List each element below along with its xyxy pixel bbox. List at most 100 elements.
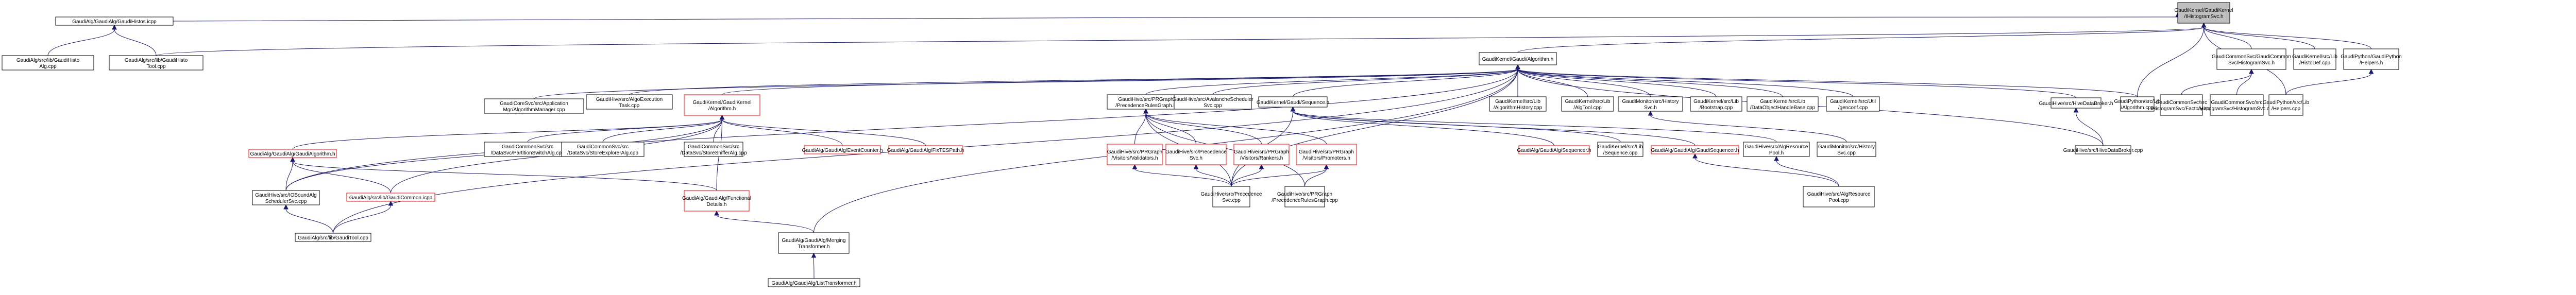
graph-node-hs-factory[interactable]: GaudiCommonSvc/src/HistogramSvc/Factory.… [2150, 94, 2212, 116]
node-label: /Visitors/Promoters.h [1302, 155, 1350, 161]
arrowhead-icon [811, 252, 817, 258]
node-label: Task.cpp [619, 103, 640, 109]
edge-histoalg-cpp-to-histos-icpp [47, 24, 117, 56]
edge-avalanche-to-gaudi-algorithm-h [1212, 64, 1520, 95]
graph-node-prgraph-h[interactable]: GaudiHive/src/PRGraph/PrecedenceRulesGra… [1107, 94, 1185, 110]
node-label: GaudiCommonSvc/src [502, 144, 553, 150]
graph-node-hivebroker-h[interactable]: GaudiHive/src/HiveDataBroker.h [2039, 97, 2113, 109]
edge-eventcounter-to-gk-algorithm-h [719, 114, 843, 146]
node-box [248, 149, 337, 158]
node-label: /genconf.cpp [1838, 105, 1868, 111]
node-label: GaudiHive/src/HiveDataBroker.h [2039, 101, 2113, 107]
node-box [804, 145, 881, 154]
graph-node-algtool[interactable]: GaudiKernel/src/Lib/AlgTool.cpp [1561, 96, 1614, 112]
graph-node-listtransformer[interactable]: GaudiAlg/GaudiAlg/ListTransformer.h [768, 278, 860, 287]
node-box [1803, 186, 1875, 207]
node-label: GaudiMonitor/src/History [1818, 144, 1875, 150]
node-label: GaudiCommonSvc/src [2211, 100, 2262, 106]
edge-bootstrap-to-gaudi-algorithm-h [1515, 64, 1717, 97]
edge-gaudiexample-to-ioboundalg [283, 204, 333, 234]
arrowhead-icon [290, 157, 295, 162]
edge-hivebroker-h-to-gaudi-algorithm-h [1515, 64, 2076, 98]
node-box [2160, 94, 2203, 116]
node-label: GaudiAlg/GaudiAlg/Functional [682, 196, 751, 201]
graph-node-bootstrap[interactable]: GaudiKernel/src/Lib/Bootstrap.cpp [1690, 96, 1742, 112]
node-box [1518, 145, 1590, 154]
graph-node-genconf[interactable]: GaudiKernel/src/Util/genconf.cpp [1826, 96, 1880, 112]
node-label: /Helpers.cpp [2272, 106, 2301, 112]
graph-node-validators[interactable]: GaudiHive/src/PRGraph/Visitors/Validator… [1107, 144, 1163, 165]
edge-histsvc-h-to-root [2201, 22, 2252, 49]
graph-node-alghistory[interactable]: GaudiKernel/src/Lib/AlgorithmHistory.cpp [1489, 96, 1547, 112]
node-label: Svc.cpp [1204, 103, 1222, 109]
graph-node-ga-algorithm-h[interactable]: GaudiAlg/GaudiAlg/GaudiAlgorithm.h [248, 149, 337, 158]
graph-node-histos-icpp[interactable]: GaudiAlg/GaudiAlg/GaudiHistos.icpp [55, 16, 174, 26]
graph-node-gaudi-algorithm-h[interactable]: GaudiKernel/Gaudi/Algorithm.h [1479, 52, 1557, 65]
arrowhead-icon [1692, 153, 1698, 159]
graph-node-sequence-cpp[interactable]: GaudiKernel/src/Lib/Sequence.cpp [1597, 142, 1643, 157]
graph-node-hivebroker-cpp[interactable]: GaudiHive/src/HiveDataBroker.cpp [2063, 145, 2143, 154]
arrowhead-icon [1648, 110, 1653, 116]
graph-node-gaudisequencer-h[interactable]: GaudiAlg/GaudiAlg/GaudiSequencer.h [1651, 145, 1739, 154]
node-label: GaudiKernel/src/Lib [1565, 99, 1611, 105]
arrowhead-icon [1193, 164, 1199, 169]
graph-node-partitionswitch[interactable]: GaudiCommonSvc/src/DataSvc/PartitionSwit… [484, 142, 571, 157]
graph-node-histsvc-h[interactable]: GaudiCommonSvc/GaudiCommonSvc/HistogramS… [2212, 48, 2291, 70]
arrowhead-icon [2073, 107, 2079, 113]
edge-histos-icpp-to-root [173, 12, 2180, 22]
graph-node-gk-algorithm-h[interactable]: GaudiKernel/GaudiKernel/Algorithm.h [684, 94, 760, 116]
graph-node-py-algorithm[interactable]: GaudiPython/src/Lib/Algorithm.cpp [2114, 96, 2161, 112]
node-label: GaudiAlg/GaudiAlg/GaudiHistos.icpp [72, 19, 157, 25]
graph-node-storesniffer[interactable]: GaudiCommonSvc/src/DataSvc/StoreSnifferA… [680, 142, 747, 157]
graph-node-promoters[interactable]: GaudiHive/src/PRGraph/Visitors/Promoters… [1296, 144, 1357, 165]
graph-node-gaudicommon-icpp[interactable]: GaudiAlg/src/lib/GaudiCommon.icpp [346, 193, 435, 202]
graph-node-storeexplorer[interactable]: GaudiCommonSvc/src/DataSvc/StoreExplorer… [561, 142, 645, 157]
node-box [684, 94, 760, 116]
graph-node-dohandle[interactable]: GaudiKernel/src/Lib/DataObjectHandleBase… [1747, 96, 1819, 112]
edge-precsvc-cpp-to-precsvc-h [1193, 164, 1232, 187]
graph-node-hs-cpp[interactable]: GaudiCommonSvc/src/HistogramSvc/Histogra… [2198, 94, 2275, 116]
node-label: GaudiKernel/src/Lib [1598, 144, 1643, 150]
node-box [109, 55, 204, 71]
graph-node-sequencer-h[interactable]: GaudiAlg/GaudiAlg/Sequencer.h [1517, 145, 1591, 154]
arrowhead-icon [714, 210, 719, 216]
graph-node-gaudiexample[interactable]: GaudiAlg/src/lib/GaudiTool.cpp [295, 233, 371, 242]
graph-node-fixtespath[interactable]: GaudiAlg/GaudiAlg/FixTESPath.h [887, 145, 964, 154]
arrowhead-icon [2249, 68, 2254, 74]
node-label: /Visitors/Validators.h [1111, 155, 1158, 161]
graph-node-py-helpers-h[interactable]: GaudiPython/GaudiPython/Helpers.h [2341, 48, 2402, 70]
node-box [1284, 186, 1325, 207]
graph-node-root[interactable]: GaudiKernel/GaudiKernel/IHistogramSvc.h [2175, 2, 2233, 24]
graph-node-eventcounter[interactable]: GaudiAlg/GaudiAlg/EventCounter.h [802, 145, 883, 154]
node-box [586, 94, 673, 110]
graph-node-rankers[interactable]: GaudiHive/src/PRGraph/Visitors/Rankers.h [1233, 144, 1290, 165]
graph-node-sequence-h[interactable]: GaudiKernel/Gaudi/Sequence.h [1257, 96, 1329, 108]
node-label: /HistoDef.cpp [2299, 60, 2330, 66]
edge-py-helpers-cpp-to-py-helpers-h [2285, 68, 2374, 95]
arrowhead-icon [1324, 164, 1329, 169]
graph-node-algmgr[interactable]: GaudiCoreSvc/src/ApplicationMgr/Algorith… [484, 98, 584, 114]
node-label: GaudiCommonSvc/src [577, 144, 629, 150]
graph-node-histodef[interactable]: GaudiKernel/src/Lib/HistoDef.cpp [2292, 48, 2337, 70]
node-label: GaudiAlg/src/lib/GaudiHisto [125, 58, 188, 63]
node-label: Mgr/AlgorithmManager.cpp [503, 107, 565, 113]
edge-merging-to-functional-details [714, 210, 814, 233]
graph-node-prgraph-cpp[interactable]: GaudiHive/src/PRGraph/PrecedenceRulesGra… [1272, 186, 1338, 207]
node-box [684, 190, 750, 212]
arrowhead-icon [1259, 164, 1264, 169]
edge-histotool-cpp-to-root [156, 22, 2207, 56]
graph-node-py-helpers-cpp[interactable]: GaudiPython/src/Lib/Helpers.cpp [2263, 94, 2309, 116]
